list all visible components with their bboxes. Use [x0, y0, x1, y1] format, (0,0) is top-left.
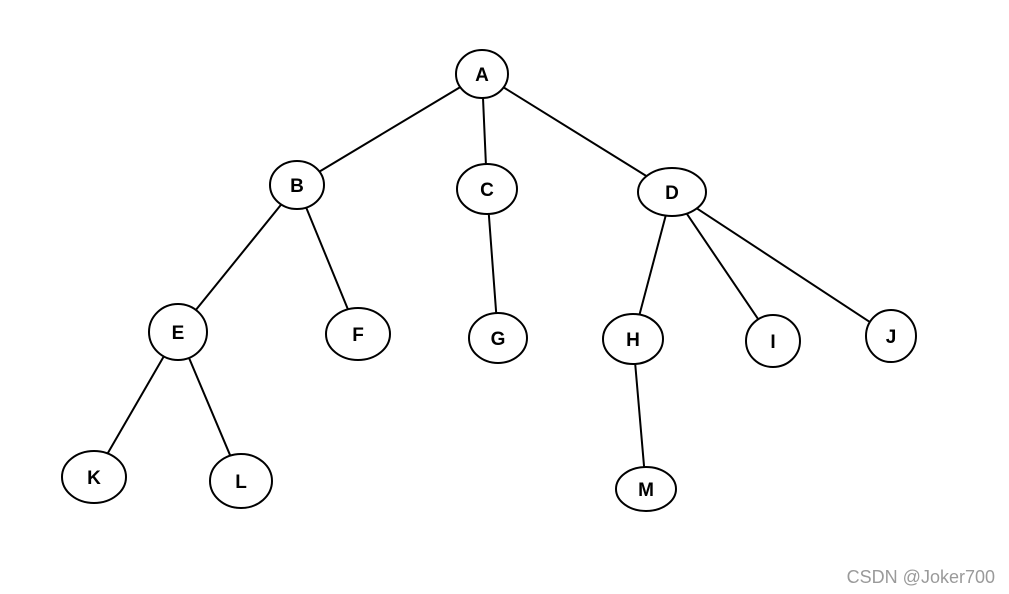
node-i-circle: [745, 314, 801, 368]
tree-nodes: A B C D E F G H I J K L M: [61, 49, 917, 512]
edge-h-m: [634, 362, 646, 468]
node-d-label: D: [665, 183, 679, 204]
node-l-circle: [209, 453, 273, 509]
node-c: C: [456, 163, 518, 215]
edge-d-h: [638, 214, 667, 316]
node-d-circle: [637, 167, 707, 217]
edge-c-g: [487, 213, 498, 315]
node-l: L: [209, 453, 273, 509]
node-f-label: F: [352, 325, 364, 346]
node-k-circle: [61, 450, 127, 504]
node-a-circle: [455, 49, 509, 99]
node-c-circle: [456, 163, 518, 215]
edge-d-i: [685, 212, 760, 321]
node-a: A: [455, 49, 509, 99]
node-e: E: [148, 303, 208, 361]
node-l-label: L: [235, 472, 247, 493]
edge-a-b: [318, 86, 462, 173]
node-g-label: G: [491, 329, 506, 350]
node-b: B: [269, 160, 325, 210]
node-d: D: [637, 167, 707, 217]
edge-a-d: [502, 86, 648, 178]
tree-edges: [106, 86, 871, 468]
node-e-circle: [148, 303, 208, 361]
node-k-label: K: [87, 468, 101, 489]
node-h: H: [602, 313, 664, 365]
node-g-circle: [468, 312, 528, 364]
edge-b-e: [194, 203, 283, 311]
edge-b-f: [305, 206, 349, 311]
node-h-label: H: [626, 330, 640, 351]
node-k: K: [61, 450, 127, 504]
node-f-circle: [325, 307, 391, 361]
node-m: M: [615, 466, 677, 512]
watermark-text: CSDN @Joker700: [846, 567, 995, 587]
edge-a-c: [482, 97, 487, 165]
node-a-label: A: [475, 65, 489, 86]
node-h-circle: [602, 313, 664, 365]
edge-e-k: [106, 355, 165, 455]
node-c-label: C: [480, 180, 494, 201]
node-g: G: [468, 312, 528, 364]
edge-e-l: [188, 356, 232, 457]
edge-d-j: [695, 207, 871, 324]
node-i-label: I: [770, 332, 775, 353]
node-j-circle: [865, 309, 917, 363]
node-m-label: M: [638, 480, 654, 501]
node-f: F: [325, 307, 391, 361]
node-j: J: [865, 309, 917, 363]
node-i: I: [745, 314, 801, 368]
node-b-circle: [269, 160, 325, 210]
node-b-label: B: [290, 176, 304, 197]
node-m-circle: [615, 466, 677, 512]
node-j-label: J: [886, 327, 897, 348]
node-e-label: E: [172, 323, 185, 344]
